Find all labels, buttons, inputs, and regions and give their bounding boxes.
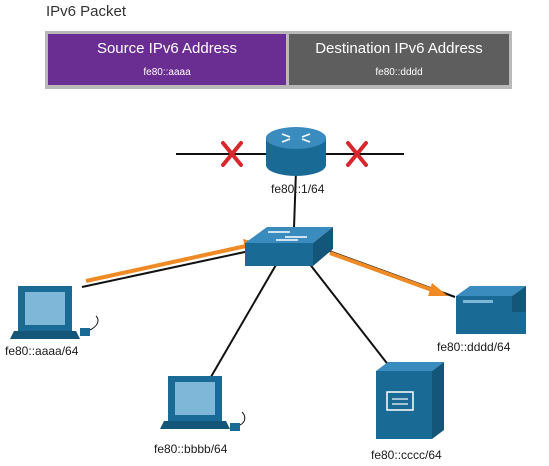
switch-icon xyxy=(245,227,333,266)
source-address-header: Source IPv6 Address xyxy=(96,40,238,57)
flow-arrow-out-head xyxy=(428,283,448,296)
link-switch-pc-b xyxy=(207,257,281,383)
packet-title: IPv6 Packet xyxy=(46,3,127,20)
router-address-label: fe80::1/64 xyxy=(271,182,325,196)
router-icon xyxy=(266,127,326,176)
blocked-right-icon xyxy=(346,141,368,167)
link-switch-pc-a xyxy=(81,246,269,288)
destination-address-field: Destination IPv6 Address fe80::dddd xyxy=(289,34,509,85)
pc-a-address-label: fe80::aaaa/64 xyxy=(5,344,79,358)
pc-b-icon xyxy=(160,376,246,431)
pc-b-address-label: fe80::bbbb/64 xyxy=(154,442,228,456)
link-router-switch xyxy=(293,169,297,229)
ipv6-packet-header: Source IPv6 Address fe80::aaaa Destinati… xyxy=(45,31,512,89)
server-icon xyxy=(376,362,444,439)
destination-address-header: Destination IPv6 Address xyxy=(315,40,483,57)
source-address-field: Source IPv6 Address fe80::aaaa xyxy=(48,34,286,85)
pc-a-icon xyxy=(10,286,99,339)
destination-address-value: fe80::dddd xyxy=(375,67,423,78)
flow-arrow-out xyxy=(329,251,433,292)
source-address-value: fe80::aaaa xyxy=(143,67,191,78)
flow-arrow-in xyxy=(85,244,247,283)
link-switch-server xyxy=(304,257,394,372)
printer-address-label: fe80::dddd/64 xyxy=(437,340,511,354)
blocked-left-icon xyxy=(221,141,243,167)
printer-icon xyxy=(456,286,526,334)
server-address-label: fe80::cccc/64 xyxy=(371,448,442,462)
